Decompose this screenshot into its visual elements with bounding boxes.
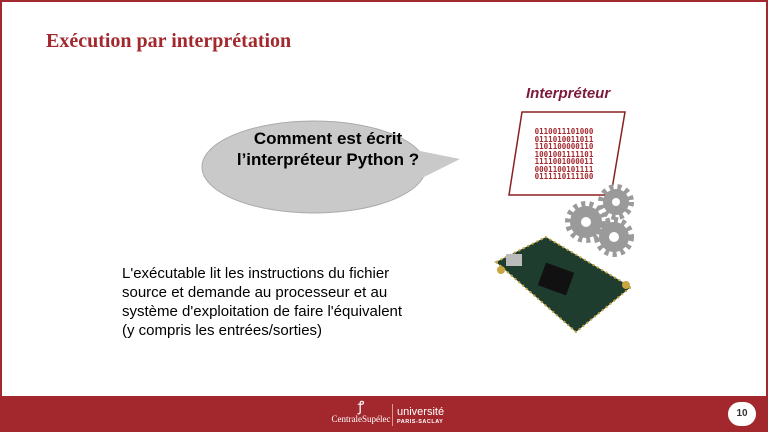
logo-mark-icon: ꝭ [357,400,365,415]
body-text: L'exécutable lit les instructions du fic… [122,265,403,339]
circuit-board-gears-image [494,184,634,334]
speech-bubble [201,120,460,214]
slide-title: Exécution par interprétation [46,30,292,52]
logo-centrale-text: CentraleSupélec [331,414,391,424]
logo-universite-text: université [397,406,445,418]
gear-icon [565,184,634,257]
page-number: 10 [728,402,756,426]
universite-logo: université PARIS-SACLAY [397,407,444,427]
footer [0,396,768,432]
centralesupelec-logo: ꝭ CentraleSupélec [326,400,396,425]
bubble-text: Comment est écrit l’interpréteur Python … [236,129,420,169]
interpreter-label: Interpréteur [526,85,611,102]
logo-divider [392,404,393,426]
binary-code: 0110011101000 0111010011011 110110000011… [534,127,594,181]
logo-universite-sub: PARIS-SACLAY [397,419,444,425]
